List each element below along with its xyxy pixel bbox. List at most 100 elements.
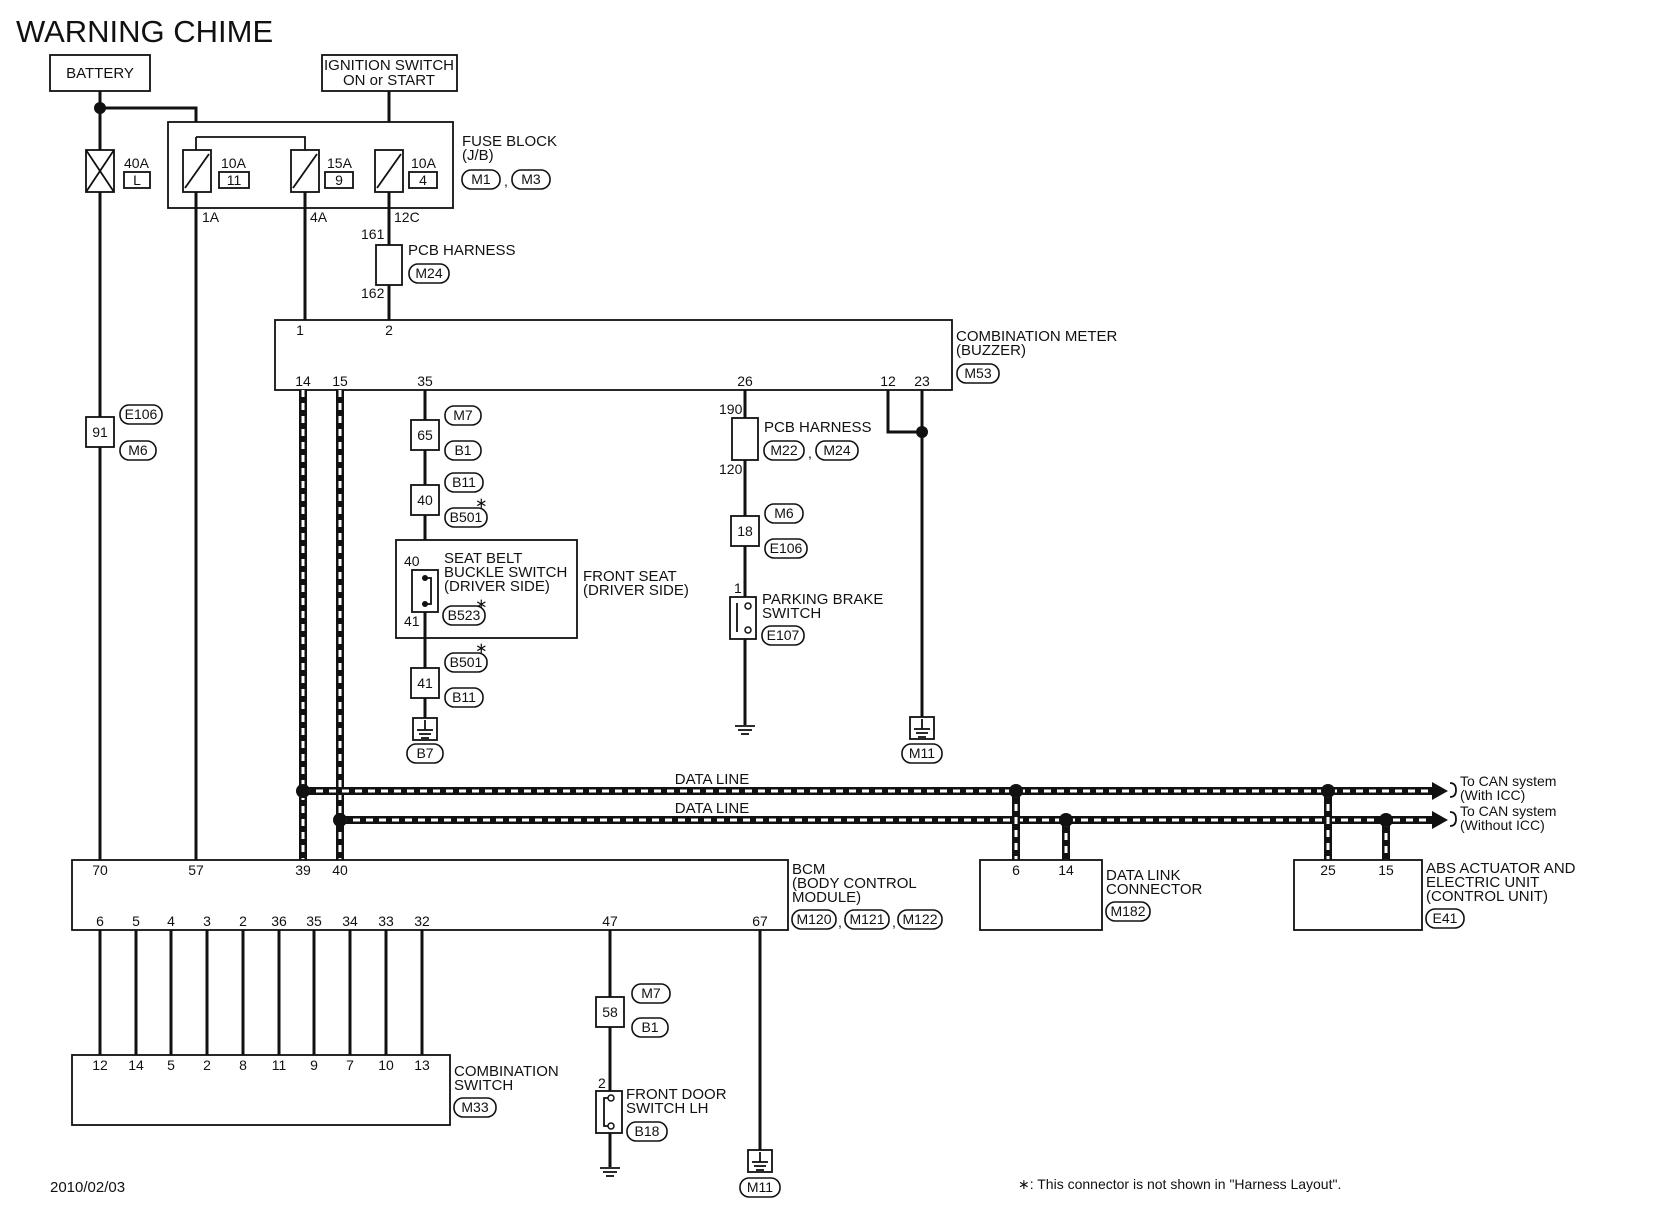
pcb-mid-label: PCB HARNESS: [764, 419, 872, 436]
can-icc-label-1: To CAN system: [1460, 773, 1556, 789]
seat-switch-label-3: (DRIVER SIDE): [444, 578, 550, 595]
bcm-pin-34: 34: [342, 913, 358, 929]
dlc-pin-6: 6: [1012, 862, 1020, 878]
fuse-block-label-1: FUSE BLOCK: [462, 133, 557, 150]
pcb-harness-mid: 190 120 PCB HARNESS M22 , M24: [719, 401, 872, 477]
pcb-harness-top: 161 162 PCB HARNESS M24: [361, 226, 516, 301]
bcm-conn-3: M122: [902, 911, 937, 927]
m6-mid-top: M6: [774, 505, 794, 521]
cs-pin-14: 14: [128, 1057, 144, 1073]
meter-pin-15: 15: [332, 373, 348, 389]
can-no-icc-label-1: To CAN system: [1460, 803, 1556, 819]
parking-brake-switch: 1 PARKING BRAKE SWITCH E107: [729, 580, 883, 646]
door-j-bottom: B1: [641, 1019, 658, 1035]
battery-label: BATTERY: [66, 65, 134, 82]
fuse-3-pin: 12C: [394, 209, 420, 225]
fuse-2-pin: 4A: [310, 209, 328, 225]
parking-brake-label-1: PARKING BRAKE: [762, 591, 883, 608]
connector-b501-b11: ∗ B501 41 B11: [410, 640, 488, 708]
bcm-label-2: (BODY CONTROL: [792, 875, 917, 892]
ground-door-switch: [600, 1167, 620, 1177]
ignition-label-1: IGNITION SWITCH: [324, 57, 454, 74]
meter-pin-2: 2: [385, 322, 393, 338]
abs-label-1: ABS ACTUATOR AND: [1426, 860, 1576, 877]
svg-text:,: ,: [892, 914, 896, 930]
meter-pin-26: 26: [737, 373, 753, 389]
seat-j1-pin: 65: [417, 427, 433, 443]
pcb-mid-conn-2: M24: [823, 442, 850, 458]
front-seat-label-1: FRONT SEAT: [583, 568, 677, 585]
ground-b7: B7: [406, 717, 444, 764]
date-stamp: 2010/02/03: [50, 1179, 125, 1196]
cs-pin-2: 2: [203, 1057, 211, 1073]
abs-actuator: 25 15 ABS ACTUATOR AND ELECTRIC UNIT (CO…: [1293, 859, 1576, 931]
seat-belt-switch: 40 41 SEAT BELT BUCKLE SWITCH (DRIVER SI…: [395, 539, 689, 639]
connector-m6-e106-mid: 18 M6 E106: [730, 503, 808, 559]
seat-j3-bottom: B11: [452, 689, 476, 705]
bcm-pin-57: 57: [188, 862, 204, 878]
diagram-title: WARNING CHIME: [16, 14, 273, 49]
cs-pin-12: 12: [92, 1057, 108, 1073]
abs-pin-15: 15: [1378, 862, 1394, 878]
meter-label-2: (BUZZER): [956, 342, 1026, 359]
abs-label-2: ELECTRIC UNIT: [1426, 874, 1539, 891]
combination-meter: 1 2 14 15 35 26 12 23 COMBINATION METER …: [274, 319, 1118, 391]
seat-j3-top: B501: [450, 654, 483, 670]
seat-j2-top: B11: [452, 474, 476, 490]
seat-j3-pin: 41: [417, 675, 433, 691]
pcb-top-pin-in: 161: [361, 226, 385, 242]
bcm: 70 57 39 40 6 5 4 3 2 36 35 34 33 32 47 …: [71, 859, 943, 931]
meter-pin-14: 14: [295, 373, 311, 389]
bcm-label-3: MODULE): [792, 889, 861, 906]
bcm-conn-2: M121: [849, 911, 884, 927]
ground-bcm-label: M11: [747, 1179, 773, 1195]
cs-pin-9: 9: [310, 1057, 318, 1073]
dlc-label-2: CONNECTOR: [1106, 881, 1203, 898]
bcm-to-combination-switch-wires: [98, 930, 424, 1055]
cs-pin-13: 13: [414, 1057, 430, 1073]
seat-j2-pin: 40: [417, 492, 433, 508]
ground-b7-label: B7: [416, 745, 433, 761]
seat-switch-pin-top: 40: [404, 553, 420, 569]
fuse-1-pin: 1A: [202, 209, 220, 225]
fuse-1-num: 11: [227, 172, 242, 188]
data-line-label-2: DATA LINE: [675, 800, 749, 817]
abs-conn: E41: [1433, 910, 1458, 926]
combination-switch: 12 14 5 2 8 11 9 7 10 13 COMBINATION SWI…: [71, 1054, 559, 1126]
fusible-link-num: L: [133, 172, 141, 188]
cs-pin-7: 7: [346, 1057, 354, 1073]
fuse-2-num: 9: [335, 172, 343, 188]
cs-pin-11: 11: [272, 1057, 287, 1073]
bcm-pin-36: 36: [271, 913, 287, 929]
pcb-mid-pin-in: 190: [719, 401, 743, 417]
pcb-mid-pin-out: 120: [719, 461, 743, 477]
door-switch-conn: B18: [635, 1123, 660, 1139]
pcb-top-label: PCB HARNESS: [408, 242, 516, 259]
seat-j1-bottom: B1: [454, 442, 471, 458]
footnote: ∗: This connector is not shown in "Harne…: [1018, 1176, 1341, 1192]
bcm-pin-6: 6: [96, 913, 104, 929]
seat-j1-top: M7: [453, 407, 473, 423]
can-bus: [296, 390, 1448, 860]
dlc-pin-14: 14: [1058, 862, 1074, 878]
svg-text:,: ,: [504, 173, 508, 189]
fuse-3-num: 4: [419, 172, 427, 188]
dlc-conn: M182: [1110, 903, 1145, 919]
ground-meter-label: M11: [909, 745, 935, 761]
abs-label-3: (CONTROL UNIT): [1426, 888, 1548, 905]
bcm-pin-70: 70: [92, 862, 108, 878]
bcm-pin-47: 47: [602, 913, 618, 929]
cs-conn: M33: [461, 1099, 488, 1115]
parking-brake-label-2: SWITCH: [762, 605, 821, 622]
ground-parking-brake: [735, 725, 755, 735]
bcm-pin-67: 67: [752, 913, 768, 929]
svg-text:,: ,: [808, 445, 812, 461]
bcm-pin-40: 40: [332, 862, 348, 878]
connector-e106-m6-left: 91 E106 M6: [85, 404, 163, 461]
fuse-block-conn-1: M1: [471, 171, 491, 187]
meter-pin-23: 23: [914, 373, 930, 389]
meter-label-1: COMBINATION METER: [956, 328, 1118, 345]
fuse-block-label-2: (J/B): [462, 147, 494, 164]
e106-bottom-conn: M6: [128, 442, 148, 458]
